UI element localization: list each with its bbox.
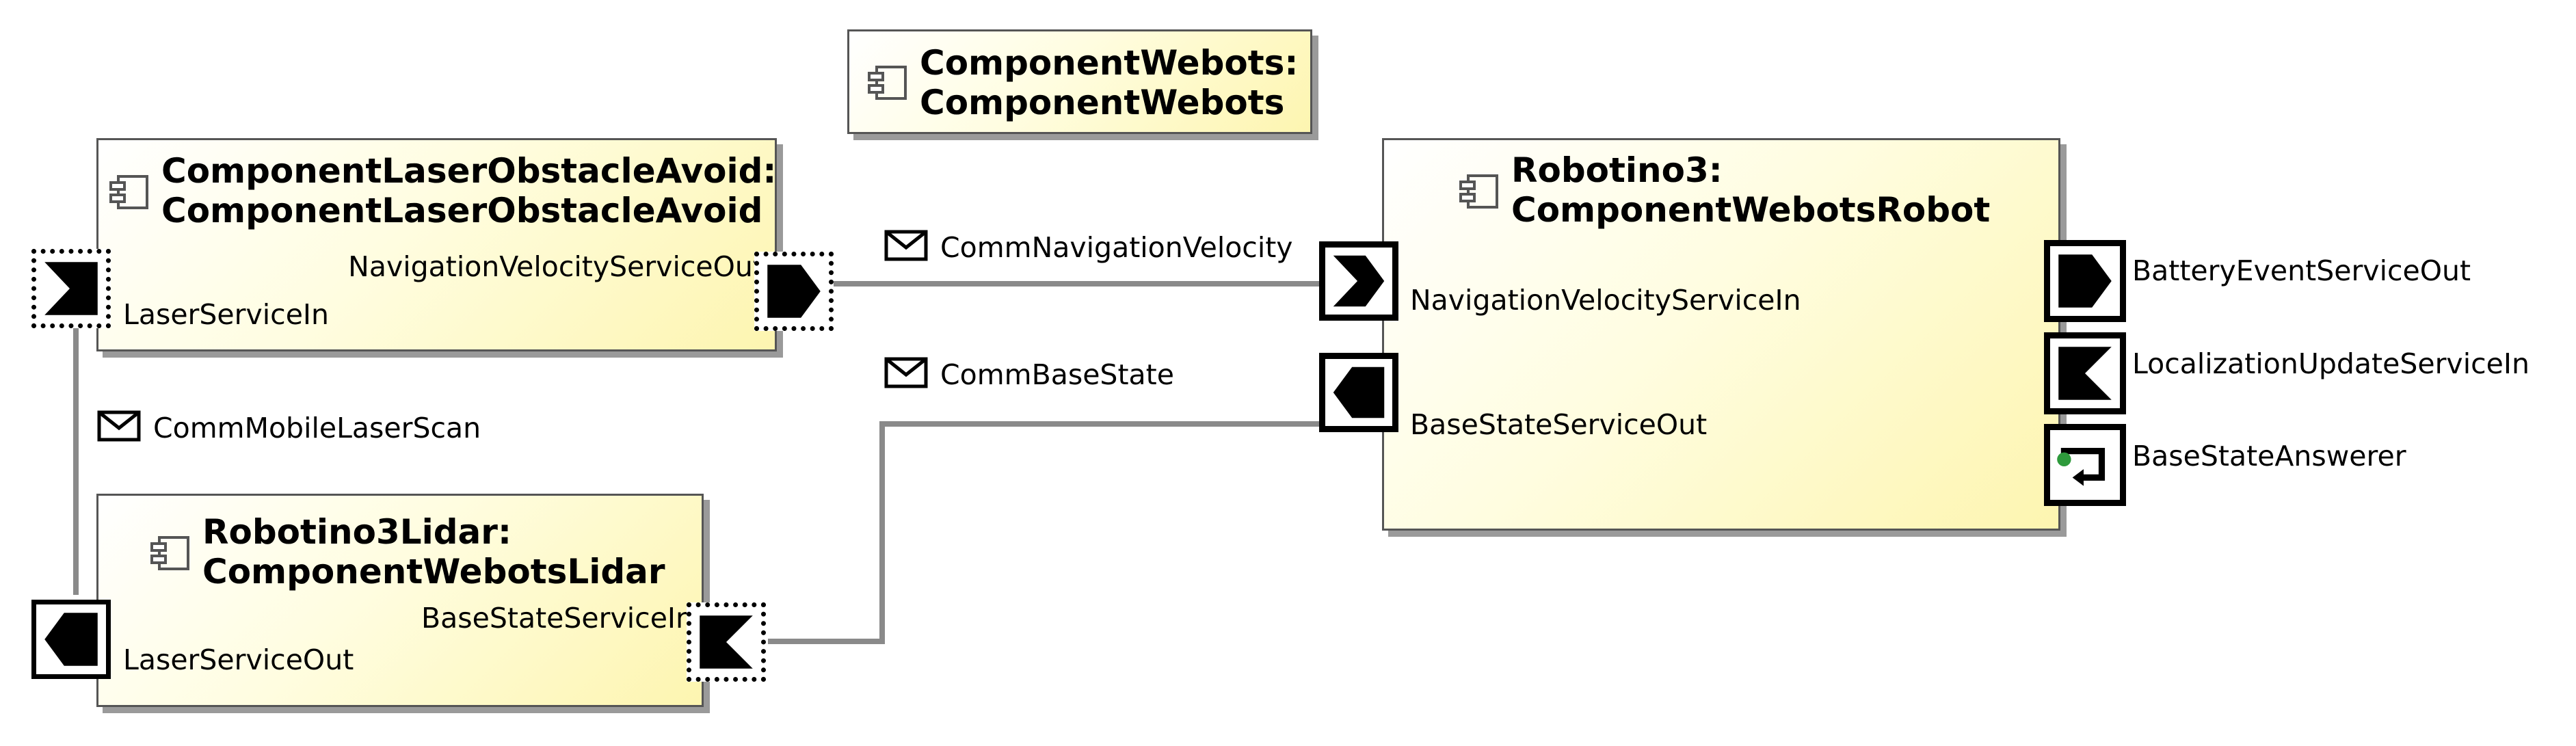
output-port-icon[interactable]	[2044, 240, 2126, 322]
message-mobile-laser-scan[interactable]: CommMobileLaserScan	[97, 410, 481, 444]
envelope-icon	[884, 357, 928, 388]
message-nav-velocity[interactable]: CommNavigationVelocity	[884, 230, 1293, 264]
component-icon	[109, 175, 148, 209]
component-robotino3[interactable]: Robotino3: ComponentWebotsRobot Navigati…	[1382, 138, 2060, 531]
component-laser-obstacle-avoid[interactable]: ComponentLaserObstacleAvoid: ComponentLa…	[96, 138, 777, 351]
robotino3-title: Robotino3: ComponentWebotsRobot	[1511, 150, 1991, 230]
laser-obstacle-avoid-title: ComponentLaserObstacleAvoid: ComponentLa…	[161, 151, 777, 230]
message-base-state[interactable]: CommBaseState	[884, 357, 1174, 391]
envelope-icon	[97, 410, 141, 442]
port-label-laser-out: LaserServiceOut	[123, 643, 354, 676]
robotino3-lidar-title: Robotino3Lidar: ComponentWebotsLidar	[202, 512, 665, 591]
input-port-icon[interactable]	[2044, 332, 2126, 414]
port-label-battery-out: BatteryEventServiceOut	[2132, 254, 2471, 287]
component-icon	[1459, 174, 1498, 209]
port-label-nav-velocity-in: NavigationVelocityServiceIn	[1410, 284, 1801, 317]
envelope-icon	[884, 230, 928, 261]
port-label-base-state-in: BaseStateServiceIn	[421, 602, 693, 635]
output-port-icon[interactable]	[1319, 353, 1398, 432]
port-label-nav-velocity-out: NavigationVelocityServiceOut	[348, 250, 764, 283]
port-label-answerer: BaseStateAnswerer	[2132, 440, 2406, 472]
component-webots-title: ComponentWebots: ComponentWebots	[920, 43, 1299, 122]
message-nav-velocity-label: CommNavigationVelocity	[940, 231, 1293, 264]
port-label-localization-in: LocalizationUpdateServiceIn	[2132, 347, 2529, 380]
answerer-port-icon[interactable]	[2044, 424, 2126, 506]
output-port-icon[interactable]	[31, 600, 111, 679]
component-icon	[868, 66, 907, 100]
wire-base-state[interactable]	[768, 421, 1322, 644]
message-base-state-label: CommBaseState	[940, 358, 1174, 391]
component-icon	[150, 536, 189, 570]
component-robotino3-lidar[interactable]: Robotino3Lidar: ComponentWebotsLidar Bas…	[96, 494, 704, 707]
component-webots[interactable]: ComponentWebots: ComponentWebots	[847, 29, 1312, 134]
input-port-icon[interactable]	[687, 602, 766, 682]
message-mobile-laser-scan-label: CommMobileLaserScan	[153, 412, 481, 444]
input-port-icon[interactable]	[31, 249, 111, 328]
output-port-icon[interactable]	[754, 252, 834, 331]
input-port-icon[interactable]	[1319, 241, 1398, 321]
port-label-base-state-out: BaseStateServiceOut	[1410, 408, 1708, 441]
port-label-laser-in: LaserServiceIn	[123, 298, 330, 331]
